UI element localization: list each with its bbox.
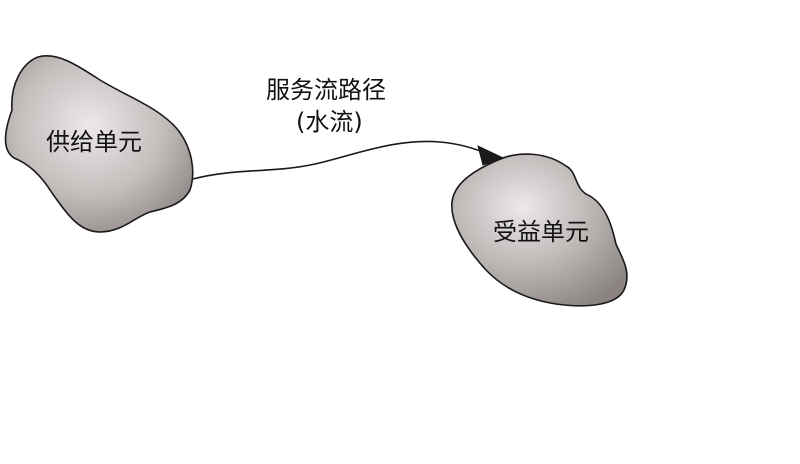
supply-unit-shape <box>4 55 194 233</box>
benefit-unit-label: 受益单元 <box>493 218 589 246</box>
flow-subtitle: (水流) <box>296 108 363 136</box>
benefit-unit-shape <box>451 153 628 307</box>
benefit-unit: 受益单元 <box>451 153 628 307</box>
supply-unit-label: 供给单元 <box>46 128 142 156</box>
supply-unit: 供给单元 <box>4 55 194 233</box>
flow-curve <box>192 140 486 180</box>
flow-arrowhead <box>477 145 505 166</box>
flow-title: 服务流路径 <box>266 76 386 104</box>
flow-path <box>192 140 505 180</box>
